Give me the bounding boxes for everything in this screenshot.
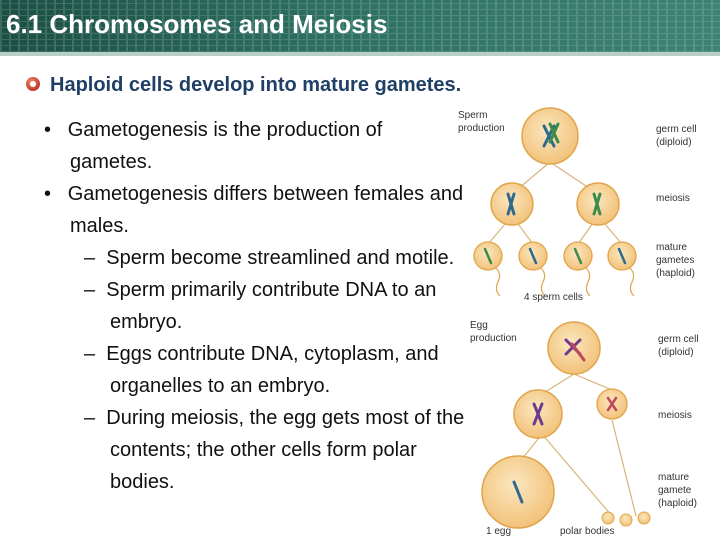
sperm-germ-label-2: (diploid)	[656, 137, 692, 148]
sperm-mature-label-2: gametes	[656, 255, 694, 266]
sperm-mature-label-1: mature	[656, 242, 688, 253]
chromosome-icon	[606, 396, 618, 412]
bullet-list: • Gametogenesis is the production of gam…	[30, 114, 470, 498]
egg-mature-label-1: mature	[658, 472, 690, 483]
chromosome-icon	[542, 122, 560, 148]
chromosome-icon	[592, 192, 602, 216]
egg-title-line1: Egg	[470, 320, 488, 331]
bullet-item: • Gametogenesis is the production of gam…	[44, 119, 383, 173]
sperm-gamete-cells	[473, 241, 637, 297]
chromosome-icon	[506, 192, 516, 216]
sperm-meiosis-label: meiosis	[656, 193, 690, 204]
egg-count-label: 1 egg	[486, 526, 511, 537]
sperm-mature-label-3: (haploid)	[656, 268, 695, 279]
slide-header: 6.1 Chromosomes and Meiosis	[0, 0, 720, 52]
sub-bullet-item: – Eggs contribute DNA, cytoplasm, and or…	[84, 343, 439, 397]
sub-bullet-item: – Sperm primarily contribute DNA to an e…	[84, 279, 437, 333]
bullet-circle-icon	[26, 77, 40, 91]
gametogenesis-diagram: Sperm production 4 sperm cells germ cell…	[458, 107, 699, 537]
subheading: Haploid cells develop into mature gamete…	[50, 74, 462, 96]
egg-germ-label-2: (diploid)	[658, 347, 694, 358]
sperm-title-line1: Sperm	[458, 110, 487, 121]
header-texture	[0, 0, 720, 52]
polar-body-cells	[601, 511, 651, 527]
sub-bullet-item: – Sperm become streamlined and motile.	[84, 247, 455, 269]
sub-bullet-item: – During meiosis, the egg gets most of t…	[84, 407, 465, 493]
slide-title: 6.1 Chromosomes and Meiosis	[6, 9, 388, 39]
chromosome-icon	[532, 402, 544, 426]
polar-bodies-label: polar bodies	[560, 526, 614, 537]
header-divider	[0, 52, 720, 56]
egg-title-line2: production	[470, 333, 517, 344]
sperm-title-line2: production	[458, 123, 505, 134]
egg-mature-label-3: (haploid)	[658, 498, 697, 509]
chromosome-icon	[564, 338, 586, 362]
egg-germ-label-1: germ cell	[658, 334, 699, 345]
bullet-item: • Gametogenesis differs between females …	[44, 183, 464, 237]
egg-meiosis-label: meiosis	[658, 410, 692, 421]
sperm-count-label: 4 sperm cells	[524, 292, 583, 303]
egg-mature-label-2: gamete	[658, 485, 692, 496]
sperm-germ-label-1: germ cell	[656, 124, 697, 135]
chromosome-icon	[512, 480, 524, 504]
